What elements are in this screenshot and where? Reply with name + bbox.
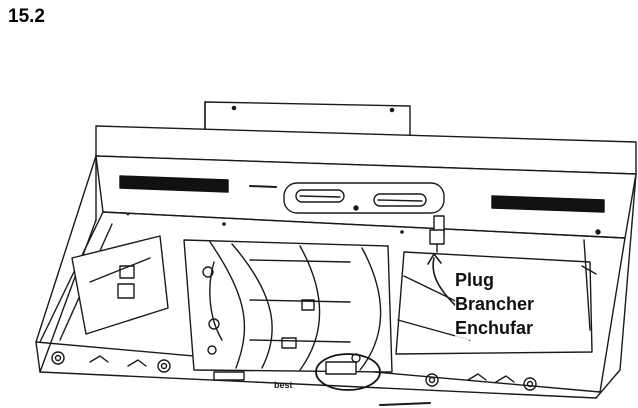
motor-housing — [183, 239, 393, 373]
connector-highlight — [315, 353, 381, 391]
plug-connector — [429, 215, 445, 253]
plug-callout: Plug Brancher Enchufar — [455, 268, 535, 340]
callout-es: Enchufar — [455, 318, 534, 338]
callout-en: Plug — [455, 270, 494, 290]
left-panel — [71, 235, 169, 335]
vent-slots — [119, 175, 605, 213]
screws — [126, 212, 404, 234]
control-panel — [283, 182, 445, 214]
callout-fr: Brancher — [455, 294, 535, 314]
plug-arrow — [427, 253, 456, 306]
bottom-details — [51, 351, 537, 406]
brand-logo: best — [274, 380, 293, 390]
step-number: 15.2 — [8, 6, 45, 27]
